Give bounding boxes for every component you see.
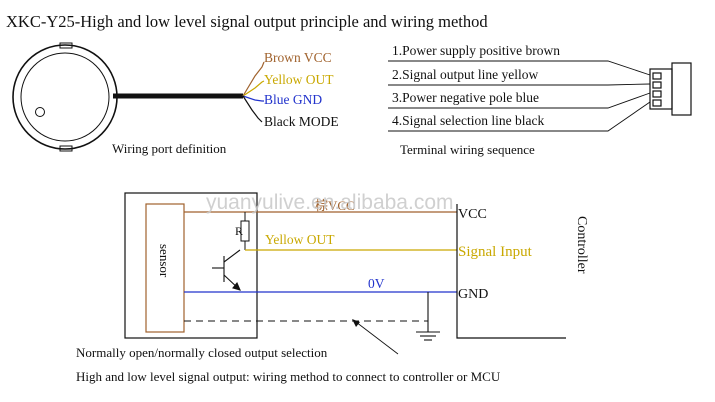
schematic: sensor 棕VCC VCC R Yellow OUT Signal Inpu…: [124, 192, 589, 355]
wire-fan: [242, 61, 265, 123]
gnd-label: GND: [458, 287, 488, 302]
transistor-symbol: [212, 249, 241, 291]
selection-note: Normally open/normally closed output sel…: [76, 345, 328, 360]
watermark: yuanyulive.en.alibaba.com: [206, 191, 454, 214]
terminal-line-3: 3.Power negative pole blue: [392, 90, 539, 105]
terminal-line-2: 2.Signal output line yellow: [392, 67, 538, 82]
resistor-label: R: [235, 224, 243, 238]
ground-symbol: [416, 292, 440, 341]
controller-box: [456, 204, 566, 339]
terminal-line-1: 1.Power supply positive brown: [392, 43, 560, 58]
terminal-connector: [649, 62, 692, 116]
selection-pointer: [355, 321, 399, 355]
controller-label: Controller: [574, 216, 589, 274]
wire-label-black: Black MODE: [264, 114, 339, 129]
wire-label-brown: Brown VCC: [264, 50, 332, 65]
wiring-port-caption: Wiring port definition: [112, 141, 227, 156]
sensor-module-box: [124, 192, 258, 339]
signal-input-label: Signal Input: [458, 244, 533, 260]
diagram-title: XKC-Y25-High and low level signal output…: [6, 12, 488, 31]
vcc-wire-label: 棕VCC: [315, 198, 355, 213]
vcc-label: VCC: [458, 207, 487, 222]
terminal-caption: Terminal wiring sequence: [400, 142, 535, 157]
sensor-label: sensor: [157, 244, 172, 278]
footer-note: High and low level signal output: wiring…: [76, 369, 501, 384]
sensor-box: [145, 203, 185, 333]
sensor-head: [12, 42, 118, 152]
wire-label-yellow: Yellow OUT: [264, 72, 334, 87]
terminal-line-4: 4.Signal selection line black: [392, 113, 544, 128]
out-wire-label: Yellow OUT: [265, 232, 335, 247]
terminal-leader-lines: [388, 60, 651, 132]
wire-label-blue: Blue GND: [264, 92, 322, 107]
zero-v-label: 0V: [368, 276, 385, 291]
